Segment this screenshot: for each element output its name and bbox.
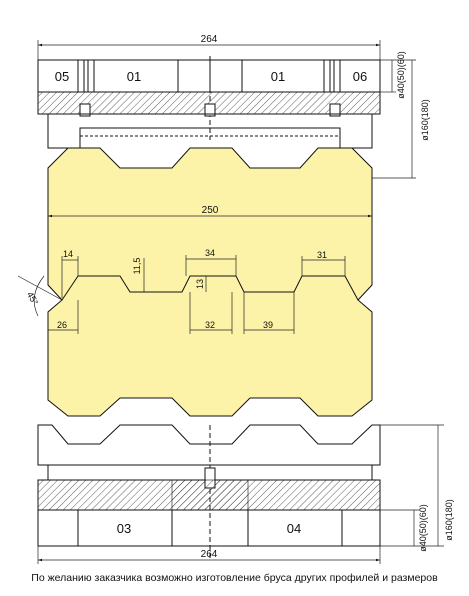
timber-blank: 250 14 11,5 34 13 31 45° 26 <box>17 147 373 417</box>
dim-31: 31 <box>317 250 327 260</box>
cutter-label: 04 <box>287 521 301 536</box>
top-cutter-assembly: 264 05 01 01 06 ø40(50)(60) ø160(180) <box>37 34 430 179</box>
dim-11-5: 11,5 <box>132 258 142 275</box>
dim-bore-bottom: ø40(50)(60) <box>418 504 428 552</box>
dim-overall-top: 264 <box>201 34 218 45</box>
dim-outer-top: ø160(180) <box>420 99 430 141</box>
cutter-label: 03 <box>117 521 131 536</box>
cutter-label: 06 <box>353 69 367 84</box>
dim-blank-width: 250 <box>202 205 219 216</box>
dim-13: 13 <box>195 279 205 289</box>
dim-overall-bottom: 264 <box>201 549 218 560</box>
dim-26: 26 <box>57 320 67 330</box>
dim-39: 39 <box>263 320 273 330</box>
dim-34: 34 <box>205 248 215 258</box>
dim-angle: 45° <box>25 290 41 307</box>
bottom-cutter-assembly: 03 04 264 ø40(50)(60) ø160(180) <box>37 424 454 564</box>
dim-14: 14 <box>63 249 73 259</box>
cutter-label: 01 <box>127 69 141 84</box>
dim-outer-bottom: ø160(180) <box>444 499 454 541</box>
caption-note: По желанию заказчика возможно изготовлен… <box>31 572 438 584</box>
dim-bore-top: ø40(50)(60) <box>396 51 406 99</box>
blank-profile <box>47 147 373 417</box>
cutter-label: 05 <box>55 69 69 84</box>
dim-32: 32 <box>205 320 215 330</box>
cutter-label: 01 <box>271 69 285 84</box>
